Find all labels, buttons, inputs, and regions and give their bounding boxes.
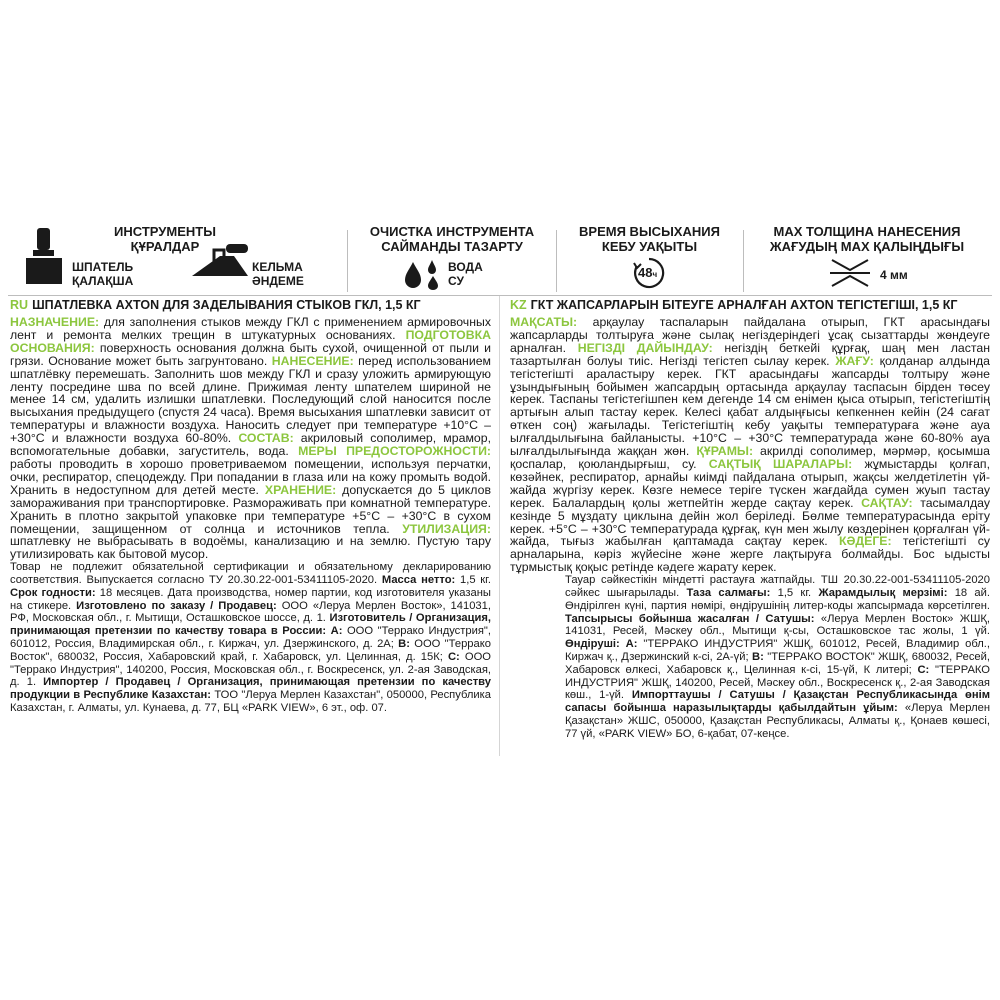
thickness-value: 4 мм [880,268,908,282]
drying-title: ВРЕМЯ ВЫСЫХАНИЯ КЕБУ УАҚЫТЫ [579,224,720,254]
clock-48h-icon: 48ч [633,257,665,289]
trowel-label: КЕЛЬМА ӘНДЕМЕ [252,260,304,288]
water-label: ВОДА СУ [448,260,483,288]
separator [347,230,348,292]
instructions-icon-band: ИНСТРУМЕНТЫ ҚҰРАЛДАР ШПАТЕЛЬ ҚАЛАҚША КЕЛ… [0,222,1000,294]
thickness-title: MAX ТОЛЩИНА НАНЕСЕНИЯ ЖАҒУДЫҢ MAX ҚАЛЫҢД… [769,224,965,254]
kz-legal: Тауар сәйкестікін міндетті растауға жатп… [565,574,991,740]
separator [556,230,557,292]
cleaning-title: ОЧИСТКА ИНСТРУМЕНТА САЙМАНДЫ ТАЗАРТУ [369,224,535,254]
drying-section: ВРЕМЯ ВЫСЫХАНИЯ КЕБУ УАҚЫТЫ 48ч [557,222,742,294]
kz-body: МАҚСАТЫ: арқаулау таспаларын пайдалана о… [510,315,991,575]
header-divider [8,295,992,296]
thickness-icon [830,259,870,287]
spatula-label: ШПАТЕЛЬ ҚАЛАҚША [72,260,134,288]
tools-title: ИНСТРУМЕНТЫ ҚҰРАЛДАР [114,224,216,254]
thickness-section: MAX ТОЛЩИНА НАНЕСЕНИЯ ЖАҒУДЫҢ MAX ҚАЛЫҢД… [744,222,1000,294]
separator [743,230,744,292]
spatula-icon [26,228,62,284]
water-drops-icon [405,260,438,290]
ru-legal: Товар не подлежит обязательной сертифика… [10,561,492,714]
drying-unit: ч [652,270,658,279]
column-divider [499,296,500,756]
trowel-icon [192,244,248,276]
drying-value: 48 [638,265,653,280]
cleaning-section: ОЧИСТКА ИНСТРУМЕНТА САЙМАНДЫ ТАЗАРТУ ВОД… [348,222,556,294]
tools-section: ИНСТРУМЕНТЫ ҚҰРАЛДАР ШПАТЕЛЬ ҚАЛАҚША КЕЛ… [0,222,345,294]
ru-body: НАЗНАЧЕНИЕ: для заполнения стыков между … [10,315,492,562]
